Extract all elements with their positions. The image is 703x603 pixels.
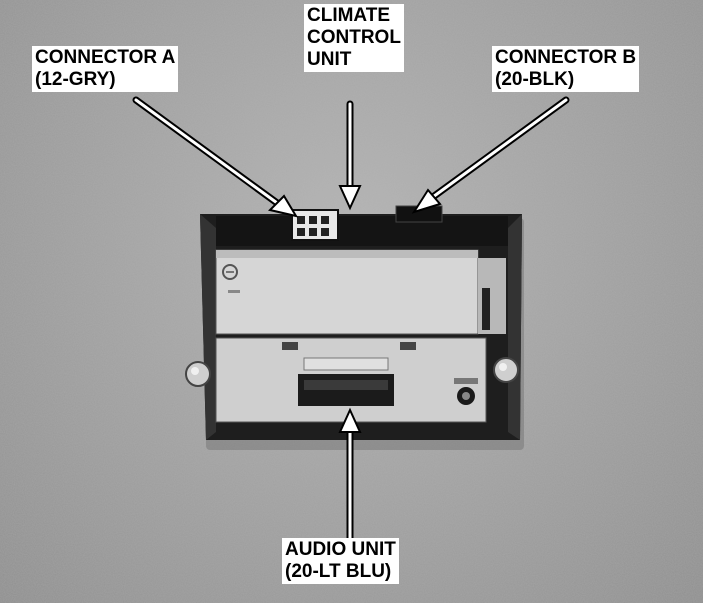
climate-control-label: CLIMATE CONTROL UNIT: [304, 4, 404, 72]
connector-b-label: CONNECTOR B (20-BLK): [492, 46, 640, 92]
arrow-connector-a: [132, 96, 299, 218]
climate-control-line2: CONTROL: [307, 27, 401, 48]
connector-b-name: CONNECTOR B: [495, 47, 637, 68]
audio-unit-spec: (20-LT BLU): [285, 561, 392, 582]
climate-unit-panel: [215, 249, 479, 335]
connector-a-name: CONNECTOR A: [35, 47, 176, 68]
audio-unit-label: AUDIO UNIT (20-LT BLU): [282, 538, 399, 584]
audio-unit-name: AUDIO UNIT: [285, 539, 396, 560]
right-mount-knob: [493, 357, 519, 383]
connector-a-label: CONNECTOR A (12-GRY): [32, 46, 179, 92]
connector-a-shape: [291, 209, 339, 241]
arrow-connector-b: [411, 96, 570, 214]
left-mount-knob: [185, 361, 211, 387]
climate-control-line3: UNIT: [307, 49, 352, 70]
connector-b-spec: (20-BLK): [495, 69, 575, 90]
connector-a-spec: (12-GRY): [35, 69, 116, 90]
arrow-climate-control: [338, 100, 362, 211]
arrow-audio-unit: [338, 407, 362, 544]
climate-control-line1: CLIMATE: [307, 5, 391, 26]
